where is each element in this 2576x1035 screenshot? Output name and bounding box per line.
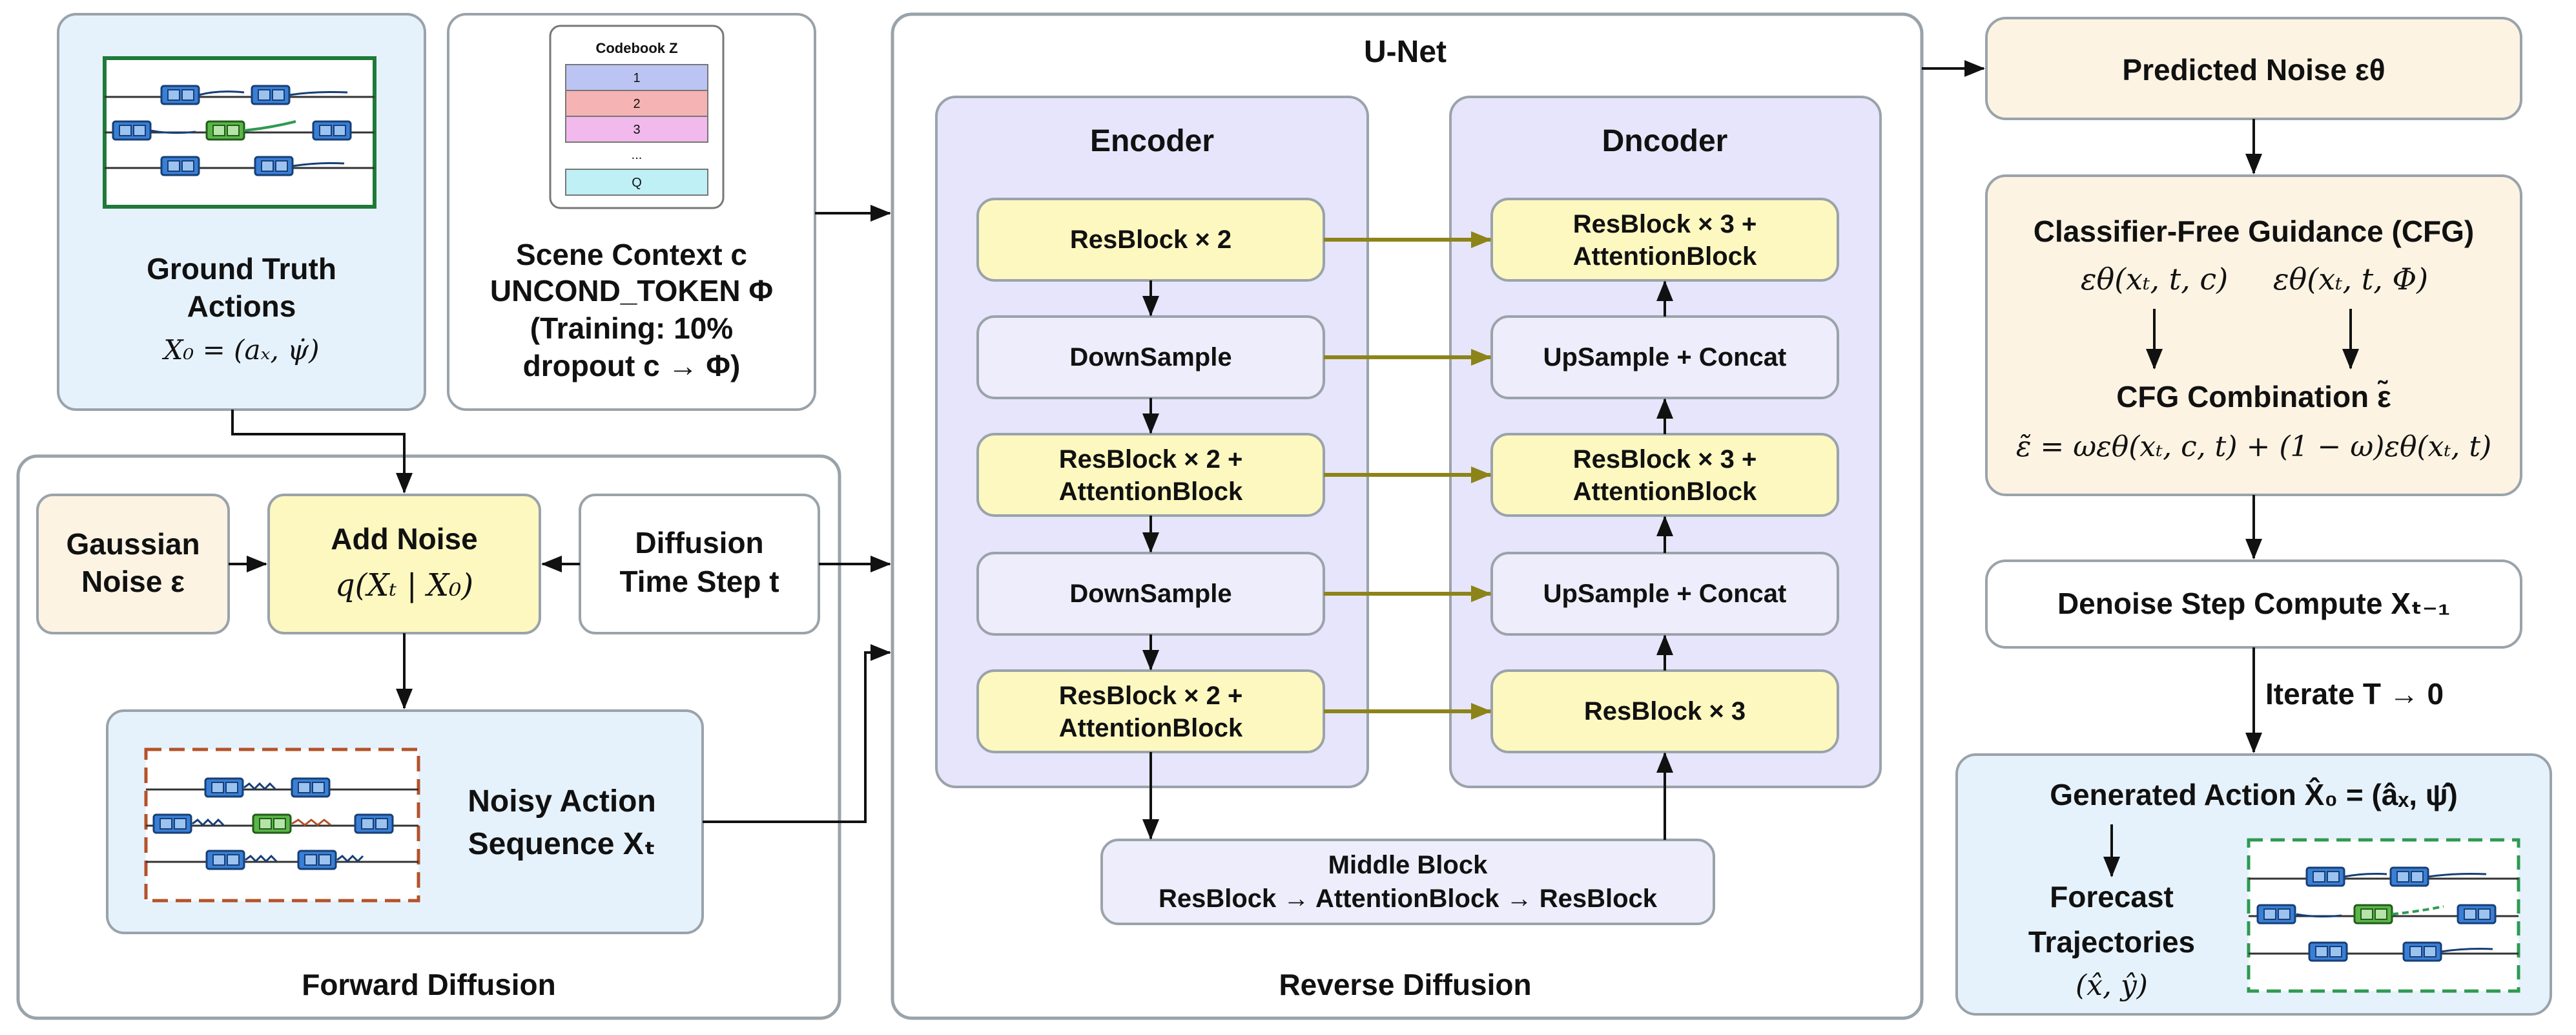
noisy-action-line-1: Noisy Action: [468, 784, 656, 819]
decoder-block-3-label-1: ResBlock × 3 +: [1573, 445, 1757, 474]
codebook-label-ellipsis: ...: [632, 148, 643, 162]
codebook-row-1: [565, 64, 708, 91]
encoder-block-3-label-1: ResBlock × 2 +: [1059, 445, 1243, 474]
decoder-block-4-label: UpSample + Concat: [1543, 580, 1787, 608]
ground-truth-scene-image: [103, 56, 376, 209]
decoder-block-2-label: UpSample + Concat: [1543, 343, 1787, 371]
noisy-to-unet-arrow: [703, 644, 891, 823]
cfg-combination-formula: ε̃ = ωεθ(xₜ, c, t) + (1 − ω)εθ(xₜ, t): [2016, 430, 2491, 463]
ground-truth-panel: Ground Truth Actions X₀ = (aₓ, ψ̇): [57, 13, 426, 411]
forecast-line-1: Forecast: [2050, 880, 2174, 914]
decoder-block-1-label-2: AttentionBlock: [1573, 242, 1757, 271]
forward-diffusion-panel: Gaussian Noise ε Add Noise q(Xₜ | X₀) Di…: [16, 454, 841, 1020]
codebook-panel: Codebook Z 1 2 3 ... Q: [549, 25, 725, 209]
denoise-step-label: Denoise Step Compute Xₜ₋₁: [2057, 587, 2450, 620]
scene-context-line-2: UNCOND_TOKEN Φ: [490, 274, 773, 308]
codebook-title: Codebook Z: [595, 40, 677, 56]
forecast-formula: (x̂, ŷ): [2076, 969, 2148, 1002]
forward-diffusion-label: Forward Diffusion: [302, 968, 556, 1001]
middle-block-title: Middle Block: [1328, 851, 1488, 879]
cfg-conditional: εθ(xₜ, t, c): [2081, 262, 2228, 297]
gaussian-noise-line-1: Gaussian: [66, 527, 200, 561]
iterate-label: Iterate T → 0: [2265, 677, 2444, 711]
predicted-noise-label: Predicted Noise εθ: [2122, 53, 2385, 87]
encoder-block-5-label-1: ResBlock × 2 +: [1059, 682, 1243, 710]
cfg-combination-title: CFG Combination ε̃: [2116, 380, 2391, 413]
encoder-block-3-label-2: AttentionBlock: [1059, 477, 1243, 506]
decoder-block-1-label-1: ResBlock × 3 +: [1573, 210, 1757, 238]
codebook-row-3: [565, 116, 708, 143]
encoder-block-5-label-2: AttentionBlock: [1059, 714, 1243, 742]
add-noise-title: Add Noise: [331, 522, 477, 556]
scene-context-panel: Codebook Z 1 2 3 ... Q Scene Context c U…: [447, 13, 816, 411]
codebook-label-q: Q: [632, 176, 642, 190]
codebook-label-3: 3: [633, 123, 640, 137]
noisy-action-line-2: Sequence Xₜ: [468, 827, 656, 861]
ground-truth-title-1: Ground Truth: [147, 252, 336, 286]
ground-truth-formula: X₀ = (aₓ, ψ̇): [162, 334, 320, 366]
encoder-block-2-label: DownSample: [1069, 343, 1231, 371]
forecast-scene-image: [2247, 838, 2520, 993]
noisy-scene-image: [144, 748, 420, 903]
encoder-block-4-label: DownSample: [1069, 580, 1231, 608]
codebook-label-1: 1: [633, 71, 640, 85]
gaussian-noise-line-2: Noise ε: [81, 565, 185, 598]
codebook-label-2: 2: [633, 97, 640, 111]
decoder-block-5-label: ResBlock × 3: [1584, 697, 1746, 726]
diffusion-timestep-box: [579, 494, 820, 634]
encoder-block-1-label: ResBlock × 2: [1070, 225, 1231, 254]
codebook-row-q: [565, 169, 708, 196]
decoder-title: Dncoder: [1602, 124, 1728, 158]
add-noise-formula: q(Xₜ | X₀): [335, 567, 473, 603]
cfg-title: Classifier-Free Guidance (CFG): [2034, 214, 2475, 248]
ground-truth-to-add-noise-arrow: [231, 410, 413, 494]
diffusion-timestep-line-2: Time Step t: [619, 565, 779, 598]
gaussian-noise-box: [36, 494, 230, 634]
cfg-unconditional: εθ(xₜ, t, Φ): [2273, 262, 2428, 297]
decoder-block-3-label-2: AttentionBlock: [1573, 477, 1757, 506]
reverse-diffusion-label: Reverse Diffusion: [1279, 968, 1531, 1001]
encoder-title: Encoder: [1090, 124, 1214, 158]
middle-block-detail: ResBlock → AttentionBlock → ResBlock: [1159, 884, 1658, 913]
unet-title: U-Net: [1364, 35, 1447, 69]
generated-action-label: Generated Action X̂₀ = (âₓ, ψ̂̇): [2050, 777, 2458, 811]
unet-panel: U-Net Encoder Dncoder ResBlock × 2 DownS…: [891, 12, 1924, 1020]
scene-context-line-1: Scene Context c: [516, 238, 747, 271]
scene-context-line-4: dropout c → Φ): [523, 349, 741, 382]
forecast-line-2: Trajectories: [2028, 925, 2195, 959]
ground-truth-title-2: Actions: [187, 289, 296, 323]
middle-block: [1100, 839, 1715, 925]
scene-context-line-3: (Training: 10%: [530, 311, 733, 345]
diffusion-timestep-line-1: Diffusion: [635, 526, 763, 559]
add-noise-box: [267, 494, 541, 634]
right-column: Predicted Noise εθ Classifier-Free Guida…: [1955, 17, 2552, 1016]
